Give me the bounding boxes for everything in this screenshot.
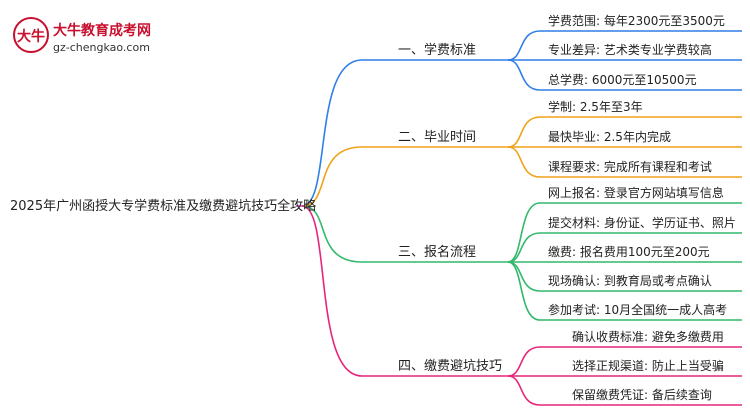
branch-connector	[301, 146, 363, 207]
leaf-label: 最快毕业: 2.5年内完成	[548, 129, 671, 144]
leaf-label: 参加考试: 10月全国统一成人高考	[548, 302, 727, 317]
leaf-label: 缴费: 报名费用100元至200元	[548, 244, 710, 259]
leaf-label: 课程要求: 完成所有课程和考试	[548, 159, 712, 174]
leaf-label: 总学费: 6000元至10500元	[548, 72, 697, 87]
branch-connector	[301, 59, 363, 207]
leaf-label: 专业差异: 艺术类专业学费较高	[548, 42, 712, 57]
leaf-label: 学制: 2.5年至3年	[548, 99, 643, 114]
mindmap-connectors	[296, 30, 742, 406]
branch-label: 三、报名流程	[398, 244, 476, 260]
leaf-label: 确认收费标准: 避免多缴费用	[572, 329, 724, 344]
branch-label: 四、缴费避坑技巧	[398, 359, 502, 374]
leaf-connector	[507, 261, 541, 292]
leaf-label: 选择正规渠道: 防止上当受骗	[572, 358, 724, 373]
leaf-connector	[507, 59, 541, 91]
logo-domain-text: gz-chengkao.com	[53, 41, 150, 54]
branch-label: 一、学费标准	[398, 42, 476, 58]
leaf-connector	[507, 116, 541, 148]
leaf-label: 提交材料: 身份证、学历证书、照片	[548, 215, 736, 230]
leaf-connector	[507, 261, 541, 321]
branch-label: 二、毕业时间	[398, 130, 476, 145]
logo-brand-text: 大牛教育成考网	[53, 22, 151, 39]
logo-emblem-circle	[13, 17, 49, 53]
leaf-connector	[507, 146, 541, 178]
leaf-label: 网上报名: 登录官方网站填写信息	[548, 185, 724, 200]
leaf-label: 现场确认: 到教育局或考点确认	[548, 273, 712, 288]
leaf-connector	[507, 30, 541, 61]
leaf-connector	[507, 375, 541, 406]
leaf-label: 学费范围: 每年2300元至3500元	[548, 13, 725, 28]
leaf-connector	[507, 346, 541, 377]
leaf-connector	[507, 202, 541, 263]
root-topic: 2025年广州函授大专学费标准及缴费避坑技巧全攻略	[10, 198, 316, 214]
leaf-label: 保留缴费凭证: 备后续查询	[572, 387, 712, 402]
branch-connector	[301, 205, 363, 263]
logo-emblem-text: 大牛	[17, 28, 45, 45]
leaf-connector	[507, 232, 541, 263]
site-logo: 大牛 大牛教育成考网 gz-chengkao.com	[13, 17, 151, 54]
branch-connector	[301, 205, 363, 377]
